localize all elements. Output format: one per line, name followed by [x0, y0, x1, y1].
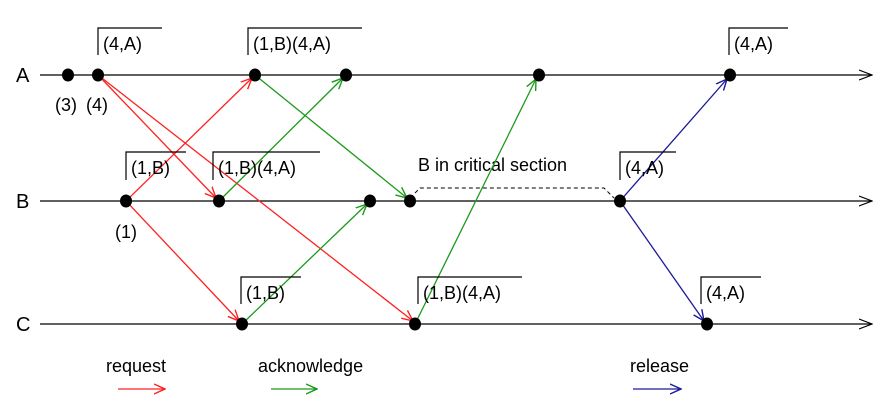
process-label-b: B [16, 191, 29, 213]
svg-text:(1,B): (1,B) [131, 158, 170, 178]
request-a-to-b [97, 74, 216, 198]
queue-box: (1,B)(4,A) [417, 276, 522, 304]
event-dot [364, 194, 376, 208]
event-dot [236, 317, 248, 331]
event-dot [614, 194, 626, 208]
legend-request-label: request [106, 356, 166, 376]
critical-section: B in critical section [409, 155, 615, 199]
queue-box: (4,A) [97, 27, 162, 55]
acknowledge-c-to-b [241, 204, 367, 325]
event-dot [120, 194, 132, 208]
events [62, 68, 736, 331]
svg-text:(1,B)(4,A): (1,B)(4,A) [253, 34, 331, 54]
request-b-to-a [125, 78, 252, 202]
svg-text:(1,B)(4,A): (1,B)(4,A) [423, 283, 501, 303]
messages [97, 74, 727, 325]
queue-box: (4,A) [728, 27, 788, 55]
queue-boxes: (4,A) (1,B)(4,A) (4,A) (1,B) (1,B)(4,A) … [97, 27, 788, 304]
event-dot [213, 194, 225, 208]
event-dot [340, 68, 352, 82]
event-dot [409, 317, 421, 331]
event-label: (1) [115, 222, 137, 242]
event-dot [62, 68, 74, 82]
legend-release-label: release [630, 356, 689, 376]
event-label: (4) [86, 95, 108, 115]
svg-text:(4,A): (4,A) [734, 34, 773, 54]
svg-text:(4,A): (4,A) [103, 34, 142, 54]
queue-box: (1,B) [240, 276, 301, 304]
event-label: (3) [55, 95, 77, 115]
legend-acknowledge-label: acknowledge [258, 356, 363, 376]
process-label-a: A [16, 65, 30, 87]
event-dot [724, 68, 736, 82]
acknowledge-b-to-a [218, 78, 343, 202]
release-b-to-a [619, 79, 727, 202]
critical-section-bracket [409, 187, 615, 199]
svg-text:(1,B): (1,B) [246, 283, 285, 303]
event-dot [92, 68, 104, 82]
event-dot [533, 68, 545, 82]
acknowledge-a-to-b [254, 74, 407, 198]
event-dot [404, 194, 416, 208]
svg-text:(1,B)(4,A): (1,B)(4,A) [218, 158, 296, 178]
release-b-to-c [619, 200, 704, 321]
event-labels: (3) (4) (1) [55, 95, 137, 242]
event-dot [701, 317, 713, 331]
legend: request acknowledge release [106, 356, 689, 389]
svg-text:(4,A): (4,A) [706, 283, 745, 303]
request-a-to-c [97, 74, 413, 321]
critical-section-label: B in critical section [418, 155, 567, 175]
request-b-to-c [125, 200, 239, 321]
queue-box: (1,B)(4,A) [212, 151, 320, 180]
event-dot [249, 68, 261, 82]
acknowledge-c-to-a [414, 79, 536, 325]
svg-text:(4,A): (4,A) [625, 158, 664, 178]
queue-box: (1,B) [125, 151, 186, 180]
process-label-c: C [16, 314, 30, 336]
queue-box: (1,B)(4,A) [247, 27, 362, 55]
queue-box: (4,A) [619, 151, 676, 180]
queue-box: (4,A) [700, 276, 761, 304]
